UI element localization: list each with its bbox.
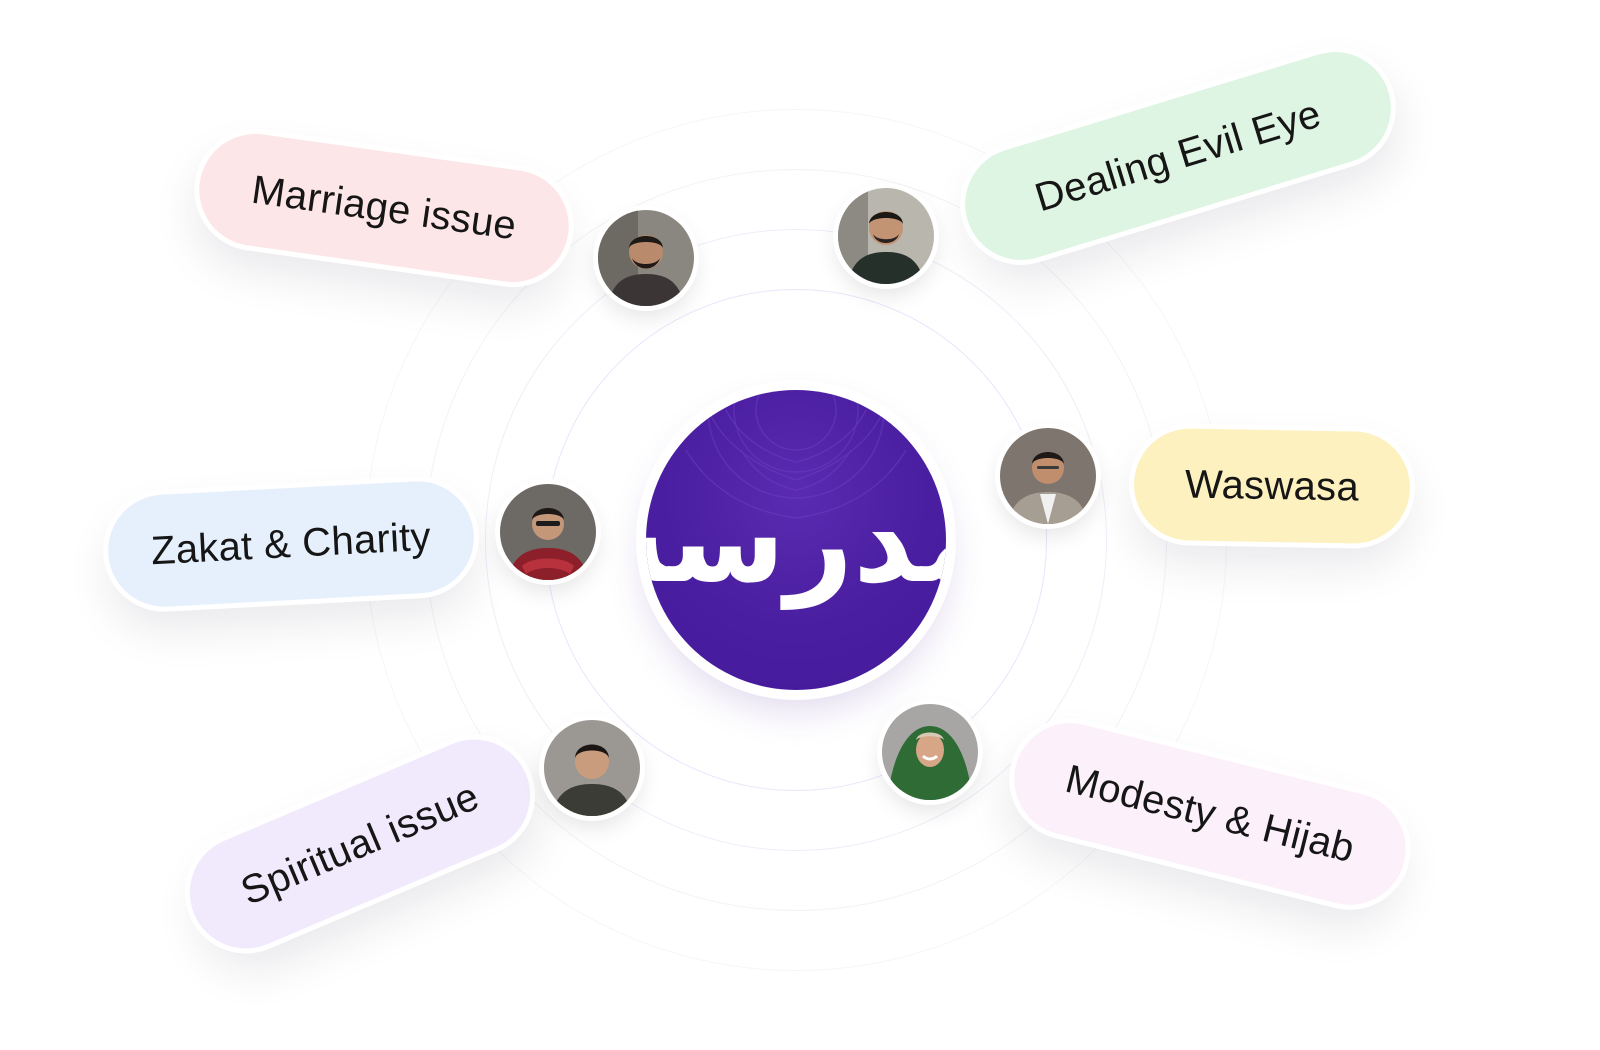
topic-chip-evil-eye[interactable]: Dealing Evil Eye	[951, 38, 1405, 274]
person-photo-icon	[838, 188, 934, 284]
topic-chip-waswasa[interactable]: Waswasa	[1133, 427, 1411, 545]
topic-chip-zakat[interactable]: Zakat & Charity	[105, 478, 477, 610]
person-photo-icon	[1000, 428, 1096, 524]
topic-chip-label: Zakat & Charity	[149, 514, 433, 573]
scholar-avatar-1[interactable]	[598, 210, 694, 306]
scholar-avatar-5[interactable]	[544, 720, 640, 816]
mandala-ornament-icon	[685, 390, 907, 519]
person-photo-icon	[882, 704, 978, 800]
scholar-avatar-4[interactable]	[1000, 428, 1096, 524]
topic-chip-label: Waswasa	[1184, 461, 1360, 510]
madrasa-logo: مدرسه	[646, 390, 946, 690]
topic-chip-label: Modesty & Hijab	[1061, 756, 1359, 871]
topic-chip-label: Spiritual issue	[234, 773, 486, 914]
topic-chip-marriage[interactable]: Marriage issue	[192, 126, 576, 290]
topic-chip-modesty[interactable]: Modesty & Hijab	[1002, 711, 1418, 917]
topic-chip-label: Dealing Evil Eye	[1029, 91, 1326, 220]
person-photo-icon	[598, 210, 694, 306]
scholar-avatar-6[interactable]	[882, 704, 978, 800]
person-photo-icon	[544, 720, 640, 816]
topic-chip-label: Marriage issue	[249, 167, 520, 248]
logo-wordmark: مدرسه	[646, 471, 946, 609]
person-photo-icon	[500, 484, 596, 580]
scholar-avatar-3[interactable]	[500, 484, 596, 580]
scholar-avatar-2[interactable]	[838, 188, 934, 284]
topic-chip-spiritual[interactable]: Spiritual issue	[172, 722, 548, 966]
